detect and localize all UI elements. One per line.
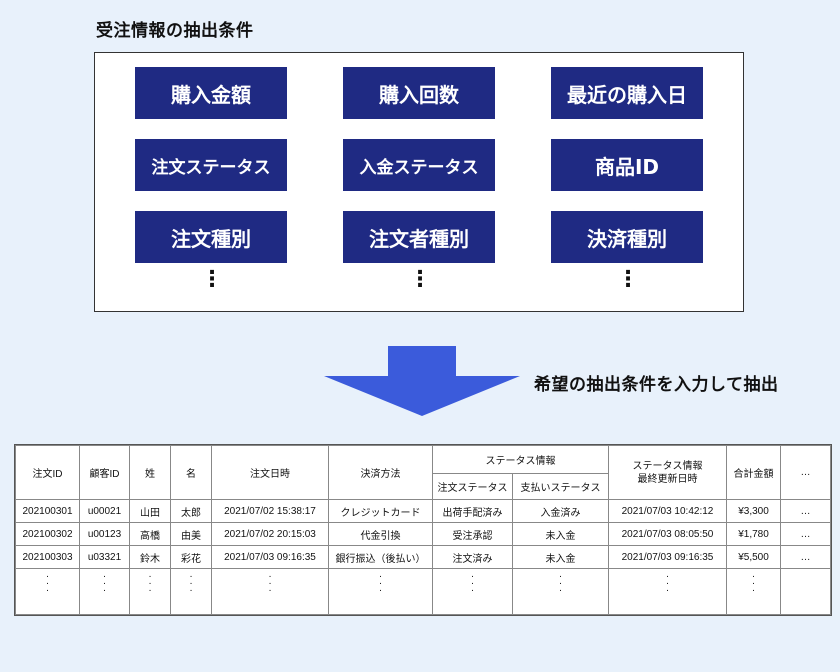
cell-status-updated: 2021/07/03 10:42:12: [608, 499, 727, 523]
cell-more: …: [780, 499, 831, 523]
cell-customer-id: u00123: [79, 522, 130, 546]
condition-last-purchase-date[interactable]: 最近の購入日: [551, 67, 703, 119]
cell-total: ¥1,780: [726, 522, 781, 546]
cell-last-name: 鈴木: [129, 545, 171, 569]
cell-status-updated: 2021/07/03 08:05:50: [608, 522, 727, 546]
more-rows-dots: ···: [328, 568, 433, 615]
condition-order-status[interactable]: 注文ステータス: [135, 139, 287, 191]
cell-first-name: 彩花: [170, 545, 212, 569]
cell-last-name: 高橋: [129, 522, 171, 546]
cell-payment-status: 未入金: [512, 545, 609, 569]
header-payment-status: 支払いステータス: [512, 473, 609, 500]
condition-purchase-count[interactable]: 購入回数: [343, 67, 495, 119]
cell-order-datetime: 2021/07/02 15:38:17: [211, 499, 329, 523]
cell-total: ¥3,300: [726, 499, 781, 523]
cell-status-updated: 2021/07/03 09:16:35: [608, 545, 727, 569]
cell-last-name: 山田: [129, 499, 171, 523]
table-row[interactable]: 202100301 u00021 山田 太郎 2021/07/02 15:38:…: [15, 499, 831, 523]
cell-payment-method: クレジットカード: [328, 499, 433, 523]
cell-total: ¥5,500: [726, 545, 781, 569]
condition-order-type[interactable]: 注文種別: [135, 211, 287, 263]
more-conditions-indicator: ⋮: [617, 267, 639, 292]
header-order-id: 注文ID: [15, 445, 80, 500]
more-conditions-indicator: ⋮: [409, 267, 431, 292]
condition-payment-type[interactable]: 決済種別: [551, 211, 703, 263]
header-status-group: ステータス情報: [432, 445, 609, 474]
cell-order-id: 202100301: [15, 499, 80, 523]
more-rows-dots: ···: [211, 568, 329, 615]
more-rows-dots: ···: [170, 568, 212, 615]
header-payment-method: 決済方法: [328, 445, 433, 500]
header-total: 合計金額: [726, 445, 781, 500]
cell-customer-id: u00021: [79, 499, 130, 523]
cell-order-status: 出荷手配済み: [432, 499, 513, 523]
more-conditions-indicator: ⋮: [201, 267, 223, 292]
more-rows-dots: ···: [608, 568, 727, 615]
table-row[interactable]: 202100303 u03321 鈴木 彩花 2021/07/03 09:16:…: [15, 545, 831, 569]
more-rows-dots: ···: [512, 568, 609, 615]
condition-orderer-type[interactable]: 注文者種別: [343, 211, 495, 263]
more-rows-dots: ···: [726, 568, 781, 615]
cell-order-datetime: 2021/07/02 20:15:03: [211, 522, 329, 546]
header-customer-id: 顧客ID: [79, 445, 130, 500]
table-row[interactable]: 202100302 u00123 高橋 由美 2021/07/02 20:15:…: [15, 522, 831, 546]
cell-first-name: 太郎: [170, 499, 212, 523]
cell-payment-status: 未入金: [512, 522, 609, 546]
table-more-rows-indicator: ··· ··· ··· ··· ··· ··· ··· ··· ··· ···: [15, 568, 831, 615]
condition-product-id[interactable]: 商品ID: [551, 139, 703, 191]
condition-purchase-amount[interactable]: 購入金額: [135, 67, 287, 119]
cell-payment-method: 銀行振込（後払い）: [328, 545, 433, 569]
down-arrow-icon: [324, 346, 520, 416]
more-rows-dots: ···: [129, 568, 171, 615]
cell-order-datetime: 2021/07/03 09:16:35: [211, 545, 329, 569]
instruction-text: 希望の抽出条件を入力して抽出: [534, 375, 779, 395]
cell-order-status: 注文済み: [432, 545, 513, 569]
conditions-panel: 購入金額 購入回数 最近の購入日 注文ステータス 入金ステータス 商品ID 注文…: [94, 52, 744, 312]
more-rows-dots: ···: [432, 568, 513, 615]
orders-table-panel: 注文ID 顧客ID 姓 名 注文日時 決済方法 ステータス情報 ステータス情報 …: [14, 444, 832, 616]
header-order-datetime: 注文日時: [211, 445, 329, 500]
cell-order-id: 202100303: [15, 545, 80, 569]
header-status-updated: ステータス情報 最終更新日時: [608, 445, 727, 500]
cell-customer-id: u03321: [79, 545, 130, 569]
header-last-name: 姓: [129, 445, 171, 500]
cell-more: …: [780, 545, 831, 569]
header-order-status: 注文ステータス: [432, 473, 513, 500]
more-rows-dots: ···: [79, 568, 130, 615]
more-rows-dots: [780, 568, 831, 615]
more-rows-dots: ···: [15, 568, 80, 615]
cell-more: …: [780, 522, 831, 546]
orders-table: 注文ID 顧客ID 姓 名 注文日時 決済方法 ステータス情報 ステータス情報 …: [15, 445, 831, 615]
cell-order-status: 受注承認: [432, 522, 513, 546]
header-first-name: 名: [170, 445, 212, 500]
section-heading: 受注情報の抽出条件: [96, 21, 254, 41]
header-more: …: [780, 445, 831, 500]
condition-payment-status[interactable]: 入金ステータス: [343, 139, 495, 191]
cell-payment-method: 代金引換: [328, 522, 433, 546]
cell-payment-status: 入金済み: [512, 499, 609, 523]
cell-first-name: 由美: [170, 522, 212, 546]
table-header-row: 注文ID 顧客ID 姓 名 注文日時 決済方法 ステータス情報 ステータス情報 …: [15, 445, 831, 500]
cell-order-id: 202100302: [15, 522, 80, 546]
